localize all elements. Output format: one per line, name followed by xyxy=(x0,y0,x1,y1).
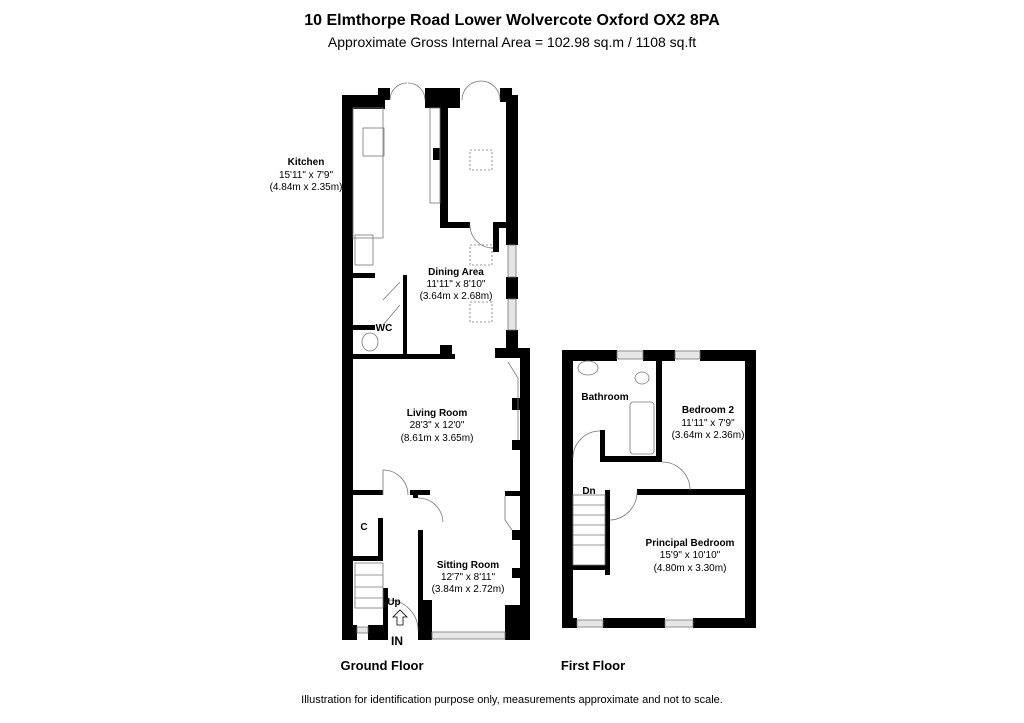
bay-outline xyxy=(504,496,513,531)
skylight xyxy=(469,244,493,266)
kitchen-imperial: 15'11" x 7'9" xyxy=(279,170,334,181)
property-address-title: 10 Elmthorpe Road Lower Wolvercote Oxfor… xyxy=(304,12,720,29)
skylight xyxy=(469,301,493,323)
first-floor-plan xyxy=(562,350,756,628)
wc-label: WC xyxy=(376,323,393,334)
bath-icon xyxy=(629,401,655,455)
ground-floor-windows-doors xyxy=(352,80,519,640)
counter-unit xyxy=(429,107,441,204)
sink-icon xyxy=(362,127,385,157)
disclaimer: Illustration for identification purpose … xyxy=(301,694,723,706)
window xyxy=(616,350,644,360)
door-swing xyxy=(661,461,691,491)
dining-name: Dining Area xyxy=(428,267,484,278)
ground-floor-label: Ground Floor xyxy=(340,658,423,673)
dining-metric: (3.64m x 2.68m) xyxy=(420,291,493,302)
bay-window xyxy=(431,631,506,640)
principal-bedroom-imperial: 15'9" x 10'10" xyxy=(660,550,721,561)
bay-outline xyxy=(507,361,519,440)
living-room-metric: (8.61m x 3.65m) xyxy=(401,433,474,444)
door-swing xyxy=(387,599,419,631)
stairs-icon xyxy=(572,494,606,566)
toilet-icon xyxy=(634,371,650,385)
bathroom-name: Bathroom xyxy=(581,392,628,403)
skylight xyxy=(469,149,493,171)
window xyxy=(674,350,701,360)
living-room-imperial: 28'3" x 12'0" xyxy=(410,420,465,431)
door-swing xyxy=(382,469,409,496)
window xyxy=(507,244,517,278)
principal-bedroom-name: Principal Bedroom xyxy=(646,538,735,549)
window xyxy=(576,619,604,628)
gross-area-subtitle: Approximate Gross Internal Area = 102.98… xyxy=(327,34,697,50)
door-swing xyxy=(417,497,444,523)
bedroom2-name: Bedroom 2 xyxy=(682,405,735,416)
hob-icon xyxy=(354,234,374,266)
french-door-kitchen xyxy=(389,82,426,101)
basin-icon xyxy=(577,360,599,376)
first-floor-label: First Floor xyxy=(561,658,625,673)
door-swing xyxy=(609,491,638,521)
kitchen-metric: (4.84m x 2.35m) xyxy=(270,182,343,193)
window xyxy=(664,619,694,628)
stairs-up-label: Up xyxy=(387,597,400,608)
first-floor-windows-doors xyxy=(572,350,701,628)
window xyxy=(356,626,369,634)
entrance-label: IN xyxy=(391,634,403,648)
bedroom2-imperial: 11'11" x 7'9" xyxy=(681,418,735,429)
cupboard-label: C xyxy=(360,522,367,533)
kitchen-name: Kitchen xyxy=(288,157,325,168)
bedroom2-metric: (3.64m x 2.36m) xyxy=(672,430,745,441)
sitting-room-metric: (3.84m x 2.72m) xyxy=(432,584,505,595)
toilet-icon xyxy=(361,332,379,352)
door xyxy=(382,281,401,301)
stairs-icon xyxy=(354,562,384,609)
entrance-arrow-icon xyxy=(392,609,408,626)
door xyxy=(382,304,401,326)
sitting-room-imperial: 12'7" x 8'11" xyxy=(441,572,496,583)
window xyxy=(507,298,517,331)
ground-floor-plan xyxy=(342,88,530,640)
door-swing xyxy=(469,224,494,249)
principal-bedroom-metric: (4.80m x 3.30m) xyxy=(654,563,727,574)
living-room-name: Living Room xyxy=(407,408,468,419)
dining-imperial: 11'11" x 8'10" xyxy=(427,279,486,290)
sitting-room-name: Sitting Room xyxy=(437,560,499,571)
french-door-dining xyxy=(461,80,501,101)
door-swing xyxy=(572,430,601,459)
stairs-down-label: Dn xyxy=(582,486,595,497)
kitchen-counter xyxy=(352,107,384,239)
